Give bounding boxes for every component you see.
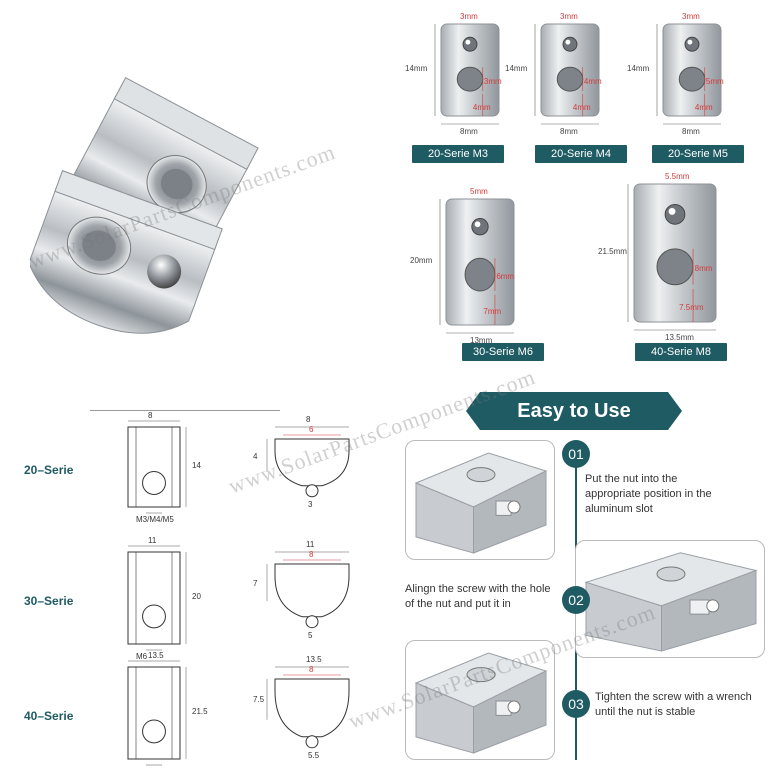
profile-width: 13.5 [306,655,322,664]
dim-mid: 5mm [705,77,724,87]
drawing-height: 21.5 [192,707,208,716]
dim-width: 8mm [560,127,578,136]
profile-bottom: 3 [308,499,313,509]
dim-top: 3mm [560,12,578,21]
drawing-thread: M6 [136,652,148,661]
dim-top: 3mm [682,12,700,21]
profile-width: 11 [306,540,315,549]
divider [90,410,280,411]
drawing-svg [127,545,350,651]
spec-label-m6: 30-Serie M6 [462,343,544,361]
dim-bottom: 4mm [694,103,713,113]
spec-card-m8: 5.5mm 21.5mm 8mm 7.5mm 13.5mm [590,170,740,345]
dim-top: 5mm [470,187,488,196]
serie-label: 40–Serie [24,709,74,723]
drawing-width: 11 [148,536,157,545]
dim-top: 3mm [460,12,478,21]
drawing-width: 13.5 [148,651,164,660]
dim-height: 14mm [505,64,528,73]
spec-label-m3: 20-Serie M3 [412,145,504,163]
step-photo-2 [575,540,765,658]
step-number-3: 03 [562,690,590,718]
dim-bottom: 4mm [572,103,591,113]
step-number-1: 01 [562,440,590,468]
dim-width: 13.5mm [665,333,694,342]
profile-inner: 8 [309,550,314,559]
dim-mid: 8mm [694,264,713,274]
spec-card-m3: 3mm 14mm 3mm 4mm 8mm [405,10,505,138]
drawing-height: 20 [192,592,201,601]
spec-label-m4: 20-Serie M4 [535,145,627,163]
dim-mid: 6mm [496,272,515,282]
dim-height: 20mm [410,256,433,265]
spec-nut-image [534,23,600,125]
dim-height: 14mm [627,64,650,73]
easy-to-use-banner: Easy to Use [466,392,682,430]
dim-width: 13mm [470,336,493,345]
spec-nut-image [656,23,722,125]
serie-label: 30–Serie [24,594,74,608]
spec-label-m5: 20-Serie M5 [652,145,744,163]
profile-inner: 6 [309,425,314,434]
dim-mid: 3mm [483,77,502,87]
dim-height: 14mm [405,64,428,73]
dim-width: 8mm [682,127,700,136]
profile-width: 8 [306,415,311,424]
profile-bottom: 5 [308,630,313,640]
drawing-width: 8 [148,411,153,420]
spec-nut-image [627,183,717,331]
spec-label-m8: 40-Serie M8 [635,343,727,361]
dim-mid: 4mm [583,77,602,87]
profile-height: 7 [253,578,258,588]
step-photo-1 [405,440,555,560]
serie-label: 20–Serie [24,463,74,477]
profile-height: 7.5 [253,695,265,705]
aluminum-profile-image [414,652,548,754]
dim-width: 8mm [460,127,478,136]
dim-top: 5.5mm [665,172,690,181]
drawing-thread: M3/M4/M5 [136,515,174,524]
profile-inner: 8 [309,665,314,674]
dim-bottom: 4mm [472,103,491,113]
profile-bottom: 5.5 [308,750,320,760]
spec-nut-image [439,198,515,334]
step-text-2: Alingn the screw with the hole of the nu… [405,583,551,610]
dim-bottom: 7mm [483,307,502,317]
step-text-3: Tighten the screw with a wrench until th… [595,691,752,718]
aluminum-profile-image [584,552,758,652]
step-number-2: 02 [562,586,590,614]
spec-card-m5: 3mm 14mm 5mm 4mm 8mm [627,10,727,138]
drawing-height: 14 [192,461,201,470]
drawing-svg [127,660,350,766]
drawing-svg [127,420,350,514]
spec-card-m6: 5mm 20mm 6mm 7mm 13mm [410,185,525,345]
hero-product-photo [28,40,360,340]
aluminum-profile-image [414,452,548,554]
dim-height: 21.5mm [598,247,627,256]
spec-card-m4: 3mm 14mm 4mm 4mm 8mm [505,10,605,138]
step-text-1: Put the nut into the appropriate positio… [585,473,712,515]
profile-height: 4 [253,451,258,461]
spec-nut-image [434,23,500,125]
dim-bottom: 7.5mm [679,302,704,312]
step-photo-3 [405,640,555,760]
